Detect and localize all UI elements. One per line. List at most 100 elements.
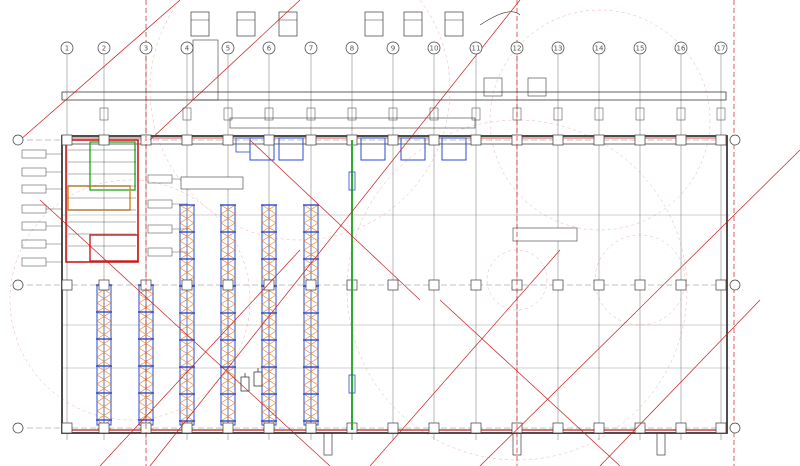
grid-bubble-label: 9 xyxy=(391,45,395,53)
rack-bay xyxy=(261,357,277,368)
rack-bay xyxy=(220,411,236,422)
column-pier xyxy=(470,279,482,291)
grid-bubble-label: 6 xyxy=(267,45,272,53)
top-structures xyxy=(61,11,727,129)
redline-arc xyxy=(486,249,548,311)
column-pier xyxy=(181,134,193,146)
rack-bay xyxy=(179,222,195,233)
grid-bubble-label: 15 xyxy=(636,45,645,53)
downspout-marker xyxy=(429,107,439,121)
downspout-marker xyxy=(676,107,686,121)
column-pier xyxy=(428,279,440,291)
rack-bay xyxy=(96,338,112,349)
grid-bubble xyxy=(180,41,194,55)
column-pier xyxy=(98,134,110,146)
grid-bubble xyxy=(714,41,728,55)
rack-bay xyxy=(303,348,319,359)
dock-door xyxy=(278,137,304,161)
rack-bay xyxy=(179,294,195,305)
dock-door xyxy=(360,137,386,161)
rack-bay xyxy=(220,384,236,395)
column-pier xyxy=(552,134,564,146)
rack-bay xyxy=(220,393,236,404)
column-pier xyxy=(98,279,110,291)
rack-bay xyxy=(261,393,277,404)
column-pier xyxy=(634,279,646,291)
redline-arc xyxy=(489,9,711,231)
redline-diagonal xyxy=(439,299,621,466)
stair-tower xyxy=(192,39,219,101)
grid-bubble xyxy=(510,41,524,55)
grid-bubble-label: 5 xyxy=(226,45,230,53)
rack-bay xyxy=(220,348,236,359)
rack-bay xyxy=(303,213,319,224)
grid-bubble-label: 7 xyxy=(309,45,313,53)
row-bubble xyxy=(729,422,741,434)
grid-bubble xyxy=(469,41,483,55)
rack-bay xyxy=(96,374,112,385)
grid-bubble-label: 8 xyxy=(350,45,354,53)
storage-racks xyxy=(96,204,319,431)
column-pier xyxy=(593,279,605,291)
office-tag-box xyxy=(147,174,173,184)
column-pier xyxy=(305,422,317,434)
redline-diagonal xyxy=(479,149,800,466)
column-pier xyxy=(305,279,317,291)
rack-bay xyxy=(303,330,319,341)
rack-bay xyxy=(261,348,277,359)
rack-bay xyxy=(303,402,319,413)
redline-diagonal xyxy=(149,0,521,466)
column-pier xyxy=(222,279,234,291)
canopy-band xyxy=(61,91,727,101)
office-room-red xyxy=(89,234,139,262)
rack-bay xyxy=(179,402,195,413)
grid-bubble-label: 11 xyxy=(472,45,481,53)
dock-apron xyxy=(229,117,476,129)
grid-bubble xyxy=(592,41,606,55)
downspout-marker xyxy=(716,107,726,121)
rack-bay xyxy=(220,312,236,323)
rack-bay xyxy=(303,240,319,251)
dock-canopy xyxy=(483,77,503,97)
grid-bubble-label: 2 xyxy=(102,45,106,53)
column-pier xyxy=(715,134,727,146)
downspout-marker xyxy=(635,107,645,121)
rack-bay xyxy=(303,357,319,368)
column-pier xyxy=(61,422,73,434)
roof-unit xyxy=(364,11,384,37)
rack-bay xyxy=(138,329,154,340)
office-tag-box xyxy=(147,199,173,209)
grid-bubble xyxy=(427,41,441,55)
annotations xyxy=(99,107,726,456)
column-pier xyxy=(61,279,73,291)
forklift xyxy=(240,376,250,392)
dock-door xyxy=(235,137,251,153)
rack-bay xyxy=(220,213,236,224)
rack-bay xyxy=(96,401,112,412)
rack-bay xyxy=(220,258,236,269)
column-grid-lines xyxy=(18,55,740,440)
column-pier xyxy=(715,279,727,291)
rack-bay xyxy=(261,321,277,332)
column-pier xyxy=(715,422,727,434)
south-door-marker xyxy=(656,432,666,456)
office-tag-box xyxy=(21,149,47,159)
grid-bubble xyxy=(386,41,400,55)
downspout-marker xyxy=(99,107,109,121)
downspout-marker xyxy=(264,107,274,121)
rack-bay xyxy=(261,402,277,413)
roof-unit xyxy=(444,11,464,37)
column-pier xyxy=(387,422,399,434)
column-pier xyxy=(675,279,687,291)
rack-bay xyxy=(179,330,195,341)
rack-bay xyxy=(179,366,195,377)
rack-bay xyxy=(220,204,236,215)
redline-diagonal xyxy=(249,139,421,301)
column-pier xyxy=(675,422,687,434)
rack-bay xyxy=(138,401,154,412)
column-pier xyxy=(181,279,193,291)
grid-bubble xyxy=(60,41,74,55)
rack-bay xyxy=(303,294,319,305)
office-tag-box xyxy=(21,167,47,177)
